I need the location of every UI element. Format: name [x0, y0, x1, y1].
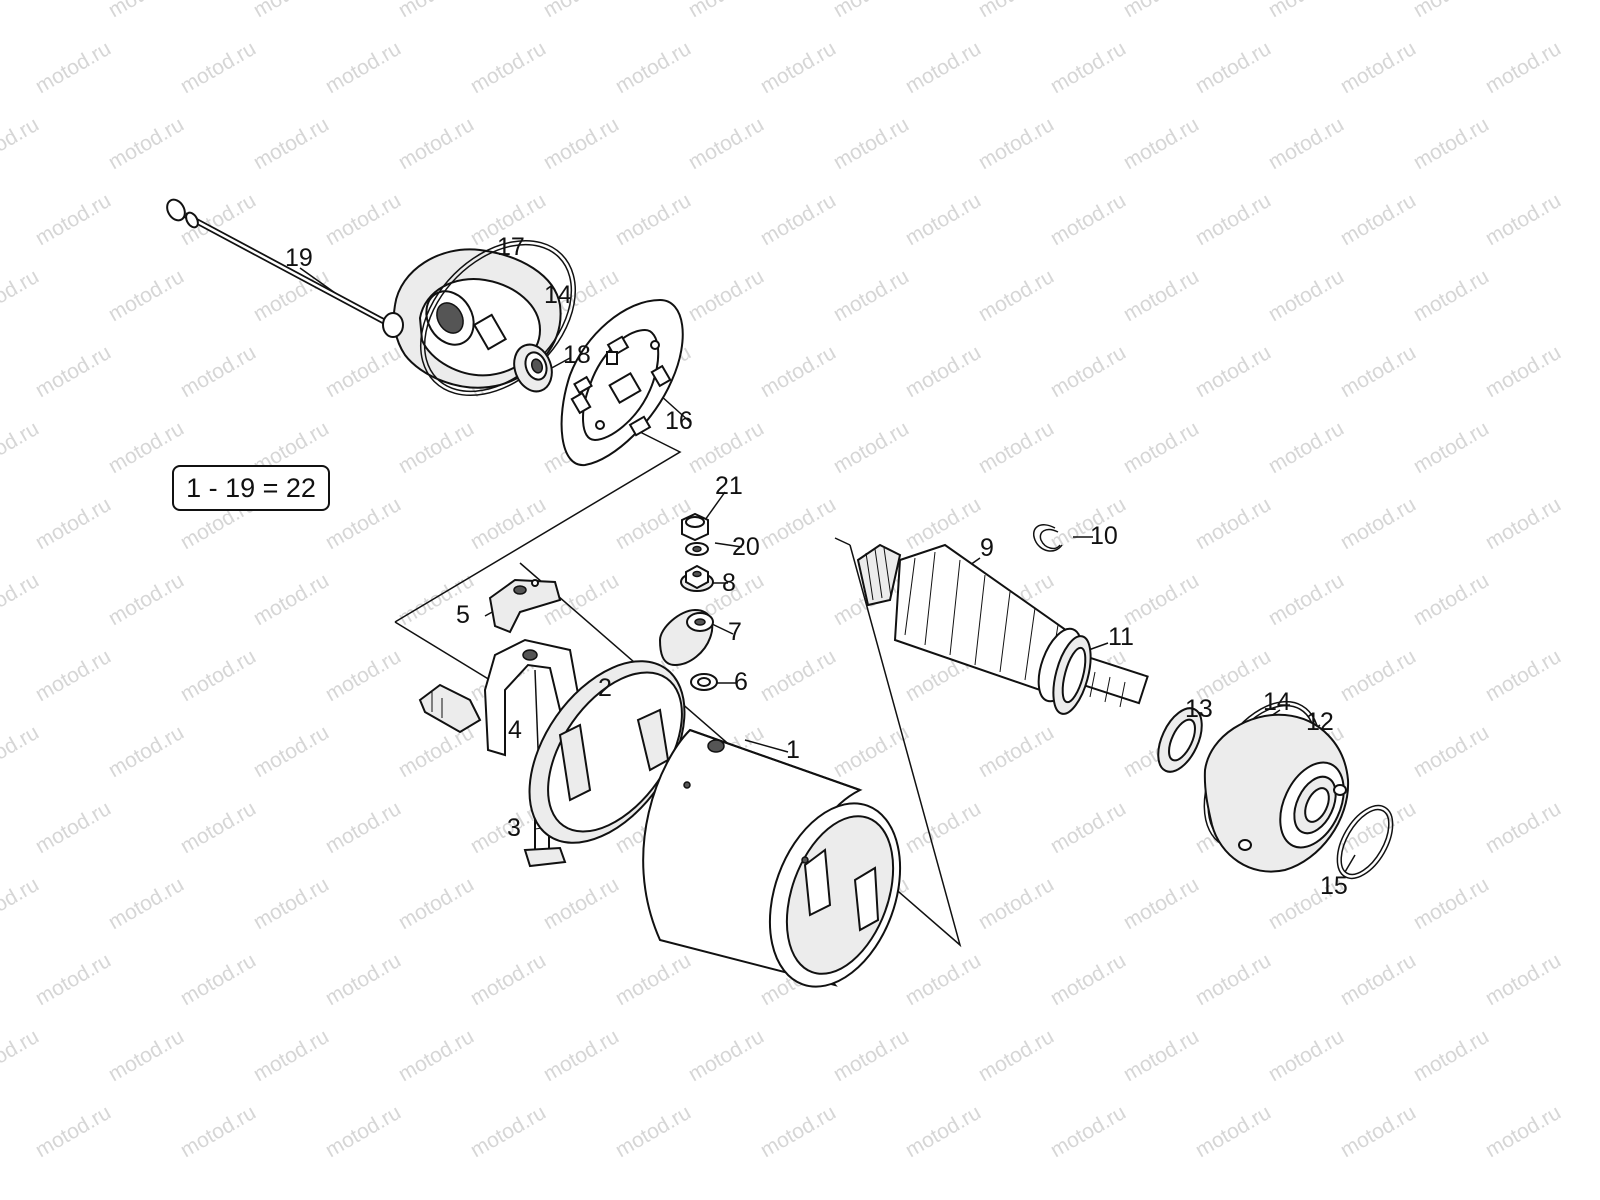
- callout-11: 11: [1108, 623, 1134, 651]
- part-2-field-coil: [528, 660, 686, 844]
- callout-12: 12: [1306, 708, 1334, 736]
- part-10-circlip: [1033, 524, 1063, 552]
- part-13-seal: [1157, 707, 1203, 773]
- callout-3: 3: [507, 814, 521, 842]
- callout-19: 19: [285, 244, 313, 272]
- callout-6: 6: [734, 668, 748, 696]
- callout-17: 17: [497, 233, 525, 261]
- part-20-washer: [685, 542, 709, 556]
- callout-10: 10: [1090, 522, 1118, 550]
- part-18-bearing: [513, 343, 553, 393]
- callout-16: 16: [665, 407, 693, 435]
- part-7-insulator: [658, 608, 714, 667]
- callout-13: 13: [1185, 695, 1213, 723]
- part-5-clip: [488, 578, 562, 634]
- callout-2: 2: [598, 674, 612, 702]
- callout-1: 1: [786, 736, 800, 764]
- callout-5: 5: [456, 601, 470, 629]
- part-1-yoke: [642, 728, 902, 988]
- part-9-armature: [856, 543, 1149, 708]
- part-4-terminal-bracket: [418, 638, 582, 757]
- callout-14-upper: 14: [544, 281, 572, 309]
- kit-label-text: 1 - 19 = 22: [186, 473, 316, 503]
- callout-4: 4: [508, 716, 522, 744]
- part-16-brush-plate: [560, 298, 684, 467]
- callout-9: 9: [980, 534, 994, 562]
- part-11-bearing: [1052, 635, 1092, 715]
- callout-18: 18: [563, 341, 591, 369]
- part-21-nut: [681, 512, 709, 542]
- part-8-nut: [680, 564, 714, 592]
- part-12-drive-housing: [1203, 713, 1350, 873]
- callout-21: 21: [715, 472, 743, 500]
- callout-15: 15: [1320, 872, 1348, 900]
- part-15-o-ring: [1336, 804, 1394, 880]
- callout-8: 8: [722, 569, 736, 597]
- kit-label-box: 1 - 19 = 22: [172, 465, 330, 511]
- callout-20: 20: [732, 533, 760, 561]
- part-19-through-bolt: [166, 198, 402, 333]
- part-6-washer: [690, 673, 718, 691]
- callout-14-lower: 14: [1263, 688, 1291, 716]
- callout-7: 7: [728, 618, 742, 646]
